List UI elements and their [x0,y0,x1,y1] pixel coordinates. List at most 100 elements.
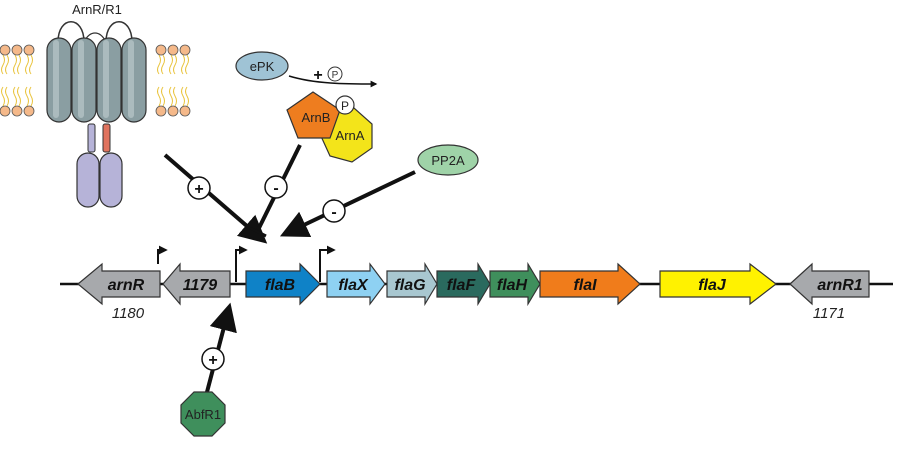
phospho-plus: + [313,67,322,84]
lipid-tail [5,86,9,107]
lipid-head [155,44,167,56]
svg-text:flaI: flaI [573,277,597,294]
abfr1-label: AbfR1 [185,407,221,422]
complex-phosphate: P [341,99,349,113]
lipid-tail [13,54,17,75]
receptor-linker-red [102,123,111,153]
locus-number-left: 1180 [112,305,145,322]
plus-sign-receptor: + [187,176,211,200]
arnb-subunit: ArnB [286,91,341,139]
activation-arrow-receptor [163,153,268,244]
minus-sign-pp2a: - [322,199,346,223]
gene-flax: flaX [326,262,386,306]
locus-number-right: 1171 [813,305,845,322]
lipid-tail [17,54,21,75]
phosphorylation-arrow [288,75,378,88]
svg-text:+: + [194,181,203,198]
svg-text:1179: 1179 [183,277,218,294]
phosphate-icon [335,95,355,115]
lipid-tail [185,86,189,107]
lipid-tail [157,86,161,107]
membrane-bilayer [0,44,191,117]
transmembrane-helix [121,37,147,123]
plus-sign-abfr1: + [201,347,225,371]
svg-text:+: + [208,352,217,369]
lipid-tail [17,86,21,107]
lipid-tail [157,54,161,75]
svg-text:flaH: flaH [497,277,528,294]
gene-arnr1: arnR1 [789,262,870,306]
promoter-flab [235,245,248,282]
lipid-tail [169,86,173,107]
lipid-tail [173,54,177,75]
lipid-tail [161,86,165,107]
repression-arrow-pp2a [279,170,416,237]
gene-flah: flaH [489,261,541,307]
cytoplasmic-domain [76,152,100,208]
lipid-tail [181,86,185,107]
lipid-tail [161,54,165,75]
lipid-head [0,105,11,117]
epk-kinase: ePK [235,51,289,81]
svg-text:-: - [273,180,278,197]
gene-flaj: flaJ [659,262,777,306]
gene-1179: 1179 [162,262,231,306]
gene-flai: flaI [539,262,641,306]
lipid-tail [169,54,173,75]
receptor-linker [87,123,96,153]
svg-text:arnR1: arnR1 [817,277,862,294]
pp2a-phosphatase: PP2A [417,144,479,176]
lipid-head [179,105,191,117]
transmembrane-helix [71,37,97,123]
lipid-tail [1,54,5,75]
transmembrane-helix [46,37,72,123]
svg-text:flaX: flaX [338,277,369,294]
abfr1-activator: AbfR1 [180,391,226,437]
gene-flab: flaB [245,262,321,306]
phosphate-icon [327,66,343,82]
svg-text:arnR: arnR [108,277,145,294]
repression-bar [249,226,267,238]
lipid-head [11,105,23,117]
lipid-tail [13,86,17,107]
lipid-head [167,44,179,56]
lipid-head [23,44,35,56]
lipid-head [11,44,23,56]
lipid-head [23,105,35,117]
lipid-tail [181,54,185,75]
promoter-flax [319,245,336,282]
gene-flaf: flaF [436,261,491,307]
lipid-tail [185,54,189,75]
receptor-label: ArnR/R1 [72,2,122,17]
lipid-tail [5,54,9,75]
lipid-tail [29,54,33,75]
phosphate-symbol: P [332,70,339,81]
lipid-head [0,44,11,56]
pp2a-label: PP2A [431,153,465,168]
minus-sign-arnb: - [264,175,288,199]
cytoplasmic-domain [99,152,123,208]
svg-text:flaB: flaB [265,277,295,294]
svg-text:flaJ: flaJ [698,277,727,294]
svg-text:flaF: flaF [447,277,477,294]
lipid-head [179,44,191,56]
lipid-head [167,105,179,117]
svg-text:-: - [331,204,336,221]
receptor-arnr-r1: ArnR/R1 [0,2,191,208]
arna-label: ArnA [336,128,365,143]
lipid-head [155,105,167,117]
promoter-arnr [157,245,168,264]
svg-text:flaG: flaG [394,277,425,294]
gene-arnr: arnR [77,262,161,306]
transmembrane-helix [96,37,122,123]
lipid-tail [29,86,33,107]
lipid-tail [1,86,5,107]
lipid-tail [173,86,177,107]
gene-flag: flaG [386,261,438,307]
epk-label: ePK [250,59,275,74]
lipid-tail [25,54,29,75]
lipid-tail [25,86,29,107]
arnb-label: ArnB [302,110,331,125]
